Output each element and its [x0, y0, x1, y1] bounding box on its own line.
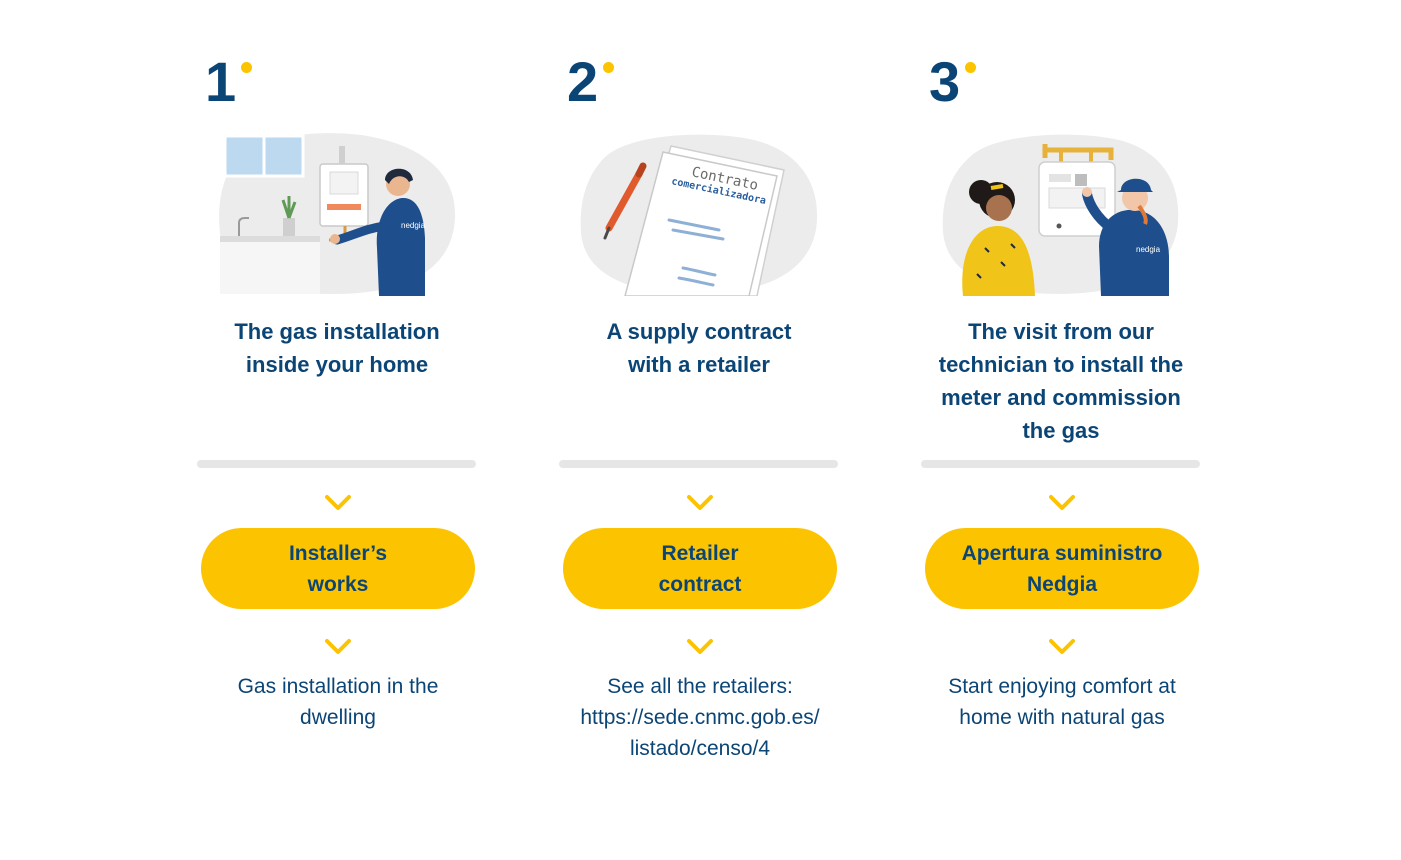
chevron-down-icon — [687, 495, 713, 510]
divider — [197, 460, 476, 468]
technician-installing-meter-illustration: nedgia — [942, 134, 1179, 296]
divider — [921, 460, 1200, 468]
step-3: 3 nedgia The visit from our technician t… — [921, 0, 1201, 860]
step-description: Start enjoying comfort at home with natu… — [948, 675, 1176, 729]
svg-text:nedgia: nedgia — [401, 221, 426, 230]
step-number: 2 — [567, 50, 598, 113]
chevron-down-icon — [325, 495, 351, 510]
apertura-suministro-button[interactable]: Apertura suministro Nedgia — [925, 528, 1199, 609]
step-number: 1 — [205, 50, 236, 113]
step-description: Gas installation in the dwelling — [237, 675, 439, 729]
step-1: 1 nedgia The gas installation inside you… — [197, 0, 477, 860]
step-title: A supply contract with a retailer — [606, 319, 792, 377]
step-number-dot — [241, 62, 252, 73]
divider — [559, 460, 838, 468]
technician-installing-boiler-illustration: nedgia — [219, 133, 456, 296]
installers-works-button[interactable]: Installer’s works — [201, 528, 475, 609]
chevron-down-icon — [325, 639, 351, 654]
step-title: The gas installation inside your home — [234, 319, 440, 377]
chevron-down-icon — [687, 639, 713, 654]
chevron-down-icon — [1049, 495, 1075, 510]
step-title: The visit from our technician to install… — [938, 319, 1184, 443]
step-number-dot — [603, 62, 614, 73]
svg-text:nedgia: nedgia — [1136, 245, 1161, 254]
button-label: Apertura suministro Nedgia — [961, 541, 1163, 596]
button-label: Installer’s works — [288, 541, 388, 596]
step-number: 3 — [929, 50, 960, 113]
step-description: See all the retailers: https://sede.cnmc… — [580, 675, 820, 760]
step-2: 2 Contrato comercializadora A supply con… — [559, 0, 839, 860]
chevron-down-icon — [1049, 639, 1075, 654]
step-number-dot — [965, 62, 976, 73]
retailer-contract-button[interactable]: Retailer contract — [563, 528, 837, 609]
contract-document-illustration: Contrato comercializadora — [580, 134, 818, 296]
button-label: Retailer contract — [658, 541, 742, 596]
